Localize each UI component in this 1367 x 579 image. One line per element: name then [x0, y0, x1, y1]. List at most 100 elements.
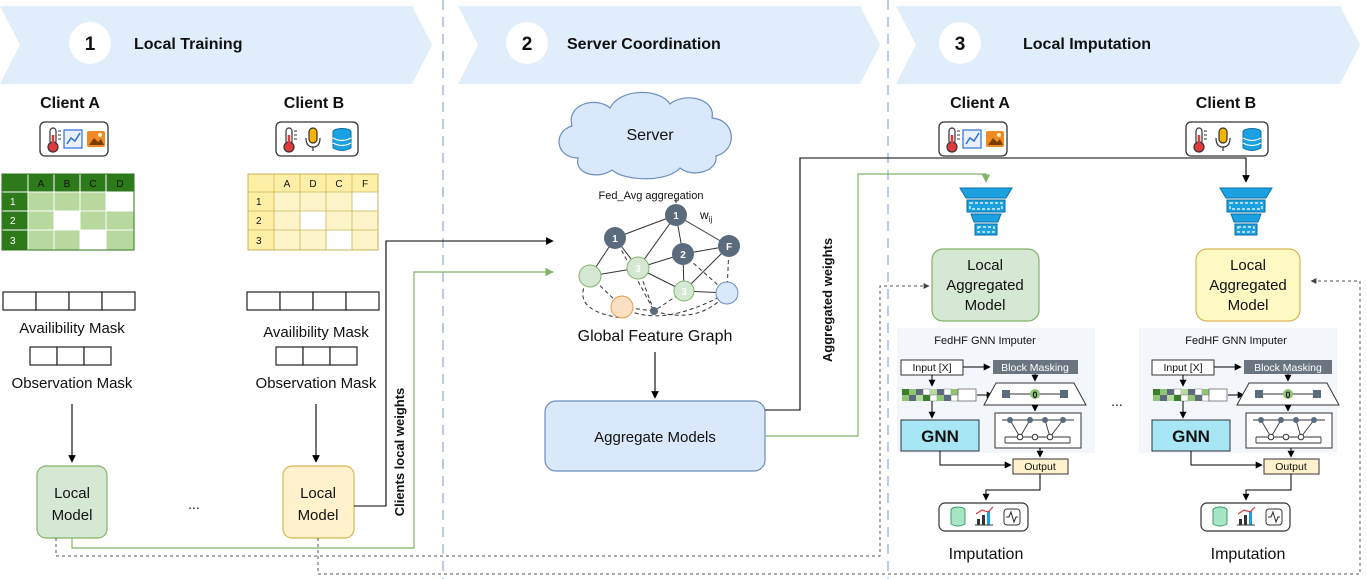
aggregated-model-label: Aggregated	[1209, 277, 1287, 294]
stage-1-number: 1	[85, 34, 96, 55]
imputer-title: FedHF GNN Imputer	[1185, 335, 1287, 347]
stage-2-title: Server Coordination	[567, 36, 721, 53]
client-b-data-table: A D C F 1 2 3	[247, 173, 379, 251]
client-b-aggregated-model: Local Aggregated Model	[1195, 248, 1301, 322]
graph-node-label: 3	[681, 287, 687, 298]
training-ellipsis: ...	[188, 496, 200, 512]
database-icon	[1212, 506, 1228, 527]
client-a-imputation-result-icons	[938, 502, 1029, 532]
stage-1-number-badge	[69, 22, 111, 64]
database-icon	[332, 127, 352, 152]
client-b-mask-feedback-arrow	[317, 278, 1361, 575]
client-b-sources-box	[275, 121, 359, 157]
pulse-icon	[1265, 508, 1283, 526]
server-label: Server	[626, 127, 674, 144]
aggregated-weights-label: Aggregated weights	[820, 238, 835, 362]
aggregation-label: Fed_Avg aggregation	[599, 190, 704, 202]
col-header: D	[309, 179, 316, 190]
graph-node-label: 1	[612, 234, 618, 245]
stage-3-number-badge	[939, 22, 981, 64]
gnn-label: GNN	[1172, 427, 1210, 446]
client-a-sources-box	[39, 121, 109, 157]
row-header: 3	[10, 236, 16, 247]
local-model-label: Model	[298, 507, 339, 524]
imputation-ellipsis: ...	[1111, 393, 1123, 409]
graph-node-label: 1	[673, 211, 679, 222]
client-b-gnn-imputer: FedHF GNN Imputer Input [X] Block Maskin…	[1139, 328, 1340, 475]
aggregated-model-label: Local	[967, 257, 1003, 274]
bar-chart-icon	[975, 506, 994, 526]
to-client-b-weights-arrow	[765, 157, 1250, 411]
row-header: 2	[256, 216, 262, 227]
image-icon	[986, 131, 1004, 147]
client-b-availability-mask-cells	[246, 291, 380, 311]
client-a-local-model: Local Model	[36, 465, 108, 539]
col-header: A	[38, 179, 45, 190]
graph-node-label: F	[726, 242, 732, 253]
graph-node-label: 3	[635, 264, 641, 275]
col-header: D	[116, 179, 123, 190]
client-a-observation-mask-cells	[29, 346, 112, 366]
col-header: B	[64, 179, 71, 190]
image-icon	[87, 131, 105, 147]
stage-1-banner: 1 Local Training	[0, 6, 432, 84]
line-chart-icon	[962, 129, 982, 149]
line-chart-icon	[63, 129, 83, 149]
gnn-label: GNN	[921, 427, 959, 446]
col-header: C	[89, 179, 96, 190]
block-masking-label: Block Masking	[1001, 362, 1069, 374]
input-label: Input [X]	[912, 362, 951, 374]
database-icon	[1242, 127, 1262, 152]
client-a-observation-mask-label: Observation Mask	[12, 375, 133, 392]
client-a-availability-mask-label: Availibility Mask	[19, 320, 125, 337]
col-header: F	[362, 179, 368, 190]
client-b-observation-mask-label: Observation Mask	[256, 375, 377, 392]
zero-label: 0	[1285, 390, 1290, 400]
funnel-icon	[959, 187, 1013, 236]
row-header: 2	[10, 216, 16, 227]
bar-chart-icon	[1237, 506, 1256, 526]
database-icon	[950, 506, 966, 527]
imputation-client-a-label: Client A	[950, 95, 1010, 112]
stage-3-title: Local Imputation	[1023, 36, 1151, 53]
client-b-availability-mask-label: Availibility Mask	[263, 324, 369, 341]
imputation-client-a-sources-box	[938, 121, 1008, 157]
weight-symbol: wij	[699, 208, 712, 224]
client-b-imputation-result-icons	[1200, 502, 1291, 532]
client-a-mask-feedback-arrow	[55, 283, 930, 557]
masked-input-vector	[902, 388, 977, 402]
client-a-gnn-imputer: FedHF GNN Imputer Input [X] Block Maskin…	[897, 328, 1095, 475]
stage-2-banner: 2 Server Coordination	[458, 6, 880, 84]
imputation-client-b-sources-box	[1185, 121, 1269, 157]
output-label: Output	[1275, 461, 1307, 473]
input-label: Input [X]	[1163, 362, 1202, 374]
graph-node-label: 2	[680, 250, 686, 261]
zero-label: 0	[1032, 390, 1037, 400]
imputation-client-b-label: Client B	[1196, 95, 1256, 112]
funnel-icon	[1219, 187, 1273, 236]
client-b-imputation-label: Imputation	[1211, 546, 1286, 563]
client-a-availability-mask-cells	[2, 291, 136, 311]
client-a-imputation-label: Imputation	[949, 546, 1024, 563]
stage-3-banner: 3 Local Imputation	[896, 6, 1360, 84]
aggregate-models-label: Aggregate Models	[594, 429, 716, 446]
col-header: C	[335, 179, 342, 190]
client-b-observation-mask-cells	[275, 346, 358, 366]
client-a-upload-arrow	[71, 267, 554, 549]
local-model-label: Model	[52, 507, 93, 524]
to-client-a-weights-arrow	[765, 173, 991, 437]
col-header: A	[284, 179, 291, 190]
training-client-b-label: Client B	[284, 95, 344, 112]
stage-1-title: Local Training	[134, 36, 242, 53]
client-a-aggregated-model: Local Aggregated Model	[931, 248, 1040, 322]
aggregated-model-label: Local	[1230, 257, 1266, 274]
graph-caption: Global Feature Graph	[578, 328, 733, 345]
aggregate-models-box: Aggregate Models	[544, 400, 766, 472]
masked-input-vector	[1153, 388, 1228, 402]
row-header: 1	[10, 197, 16, 208]
output-label: Output	[1024, 461, 1056, 473]
client-a-data-table: A B C D 1 2 3	[1, 173, 135, 251]
stage-2-number: 2	[522, 34, 533, 55]
